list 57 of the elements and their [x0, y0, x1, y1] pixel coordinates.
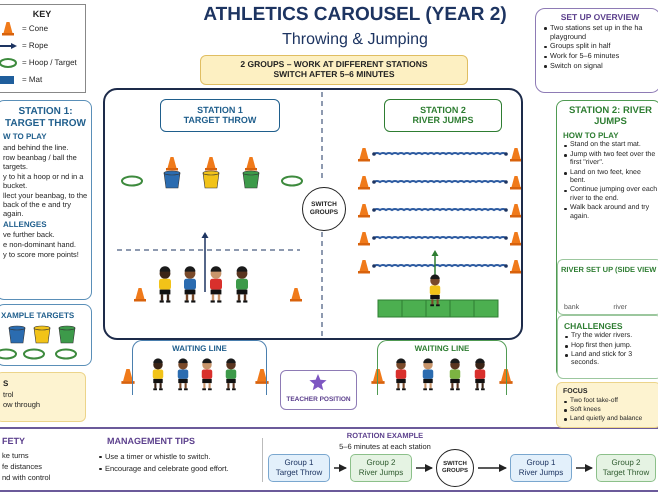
overview-panel	[535, 8, 658, 93]
note-panel	[556, 382, 658, 428]
box-label: Group 2	[366, 458, 396, 468]
section-heading: W TO PLAY	[3, 132, 48, 142]
section-heading: CHALLENGES	[564, 321, 624, 332]
legend-label: = Rope	[22, 41, 48, 50]
heading: KEY	[32, 9, 52, 20]
legend-label: = Cone	[22, 24, 48, 33]
switch-circle	[302, 187, 346, 231]
arrow	[334, 464, 347, 472]
section-heading: ALLENGES	[3, 220, 48, 230]
section-heading: S	[3, 379, 10, 389]
heading: STATION 1: TARGET THROW	[4, 106, 87, 129]
arrow	[478, 464, 507, 472]
group-box	[268, 454, 330, 482]
setup-panel	[557, 259, 658, 315]
waiting-area	[377, 340, 507, 395]
play-area	[103, 88, 523, 340]
section-heading: FETY	[2, 436, 26, 446]
heading: WAITING LINE	[414, 344, 470, 354]
group-box	[510, 454, 572, 482]
teacher-box	[280, 370, 357, 410]
box-label: Target Throw	[274, 468, 324, 478]
station-sign	[384, 99, 502, 132]
heading: STATION 1 TARGET THROW	[183, 105, 257, 126]
legend-label: = Hoop / Target	[22, 58, 77, 67]
instruction-panel	[0, 100, 92, 300]
note-panel	[0, 372, 86, 422]
section-heading: XAMPLE TARGETS	[1, 311, 76, 321]
examples-panel	[0, 304, 92, 366]
box-label: Group 1	[284, 458, 314, 468]
heading: STATION 2: RIVER JUMPS	[568, 106, 654, 128]
switch-circle	[436, 449, 474, 487]
box-label: River Jumps	[518, 468, 564, 478]
box-label: Target Throw	[602, 468, 650, 478]
group-box	[596, 454, 656, 482]
challenges-panel	[557, 315, 658, 379]
waiting-area	[132, 340, 267, 395]
subtitle: Throwing & Jumping	[281, 31, 429, 49]
arrow	[576, 464, 593, 472]
box-label: Group 1	[526, 458, 556, 468]
box-label: Group 2	[610, 458, 642, 468]
legend-label: = Mat	[22, 75, 42, 84]
info-banner	[200, 55, 468, 85]
heading: STATION 2 RIVER JUMPS	[411, 105, 474, 126]
heading: SET UP OVERVIEW	[560, 13, 640, 23]
title: ATHLETICS CAROUSEL (YEAR 2)	[202, 4, 508, 26]
section-heading: MANAGEMENT TIPS	[107, 436, 196, 446]
key-panel	[0, 4, 86, 93]
station-sign	[160, 99, 280, 132]
section-heading: HOW TO PLAY	[563, 130, 620, 140]
heading: WAITING LINE	[171, 344, 228, 354]
arrow	[416, 464, 433, 472]
heading: 2 GROUPS – WORK AT DIFFERENT STATIONS SWITCH AFTER 5–6 MINUTES	[239, 60, 429, 80]
group-box	[350, 454, 412, 482]
box-label: River Jumps	[358, 468, 404, 478]
instruction-panel	[556, 100, 658, 378]
